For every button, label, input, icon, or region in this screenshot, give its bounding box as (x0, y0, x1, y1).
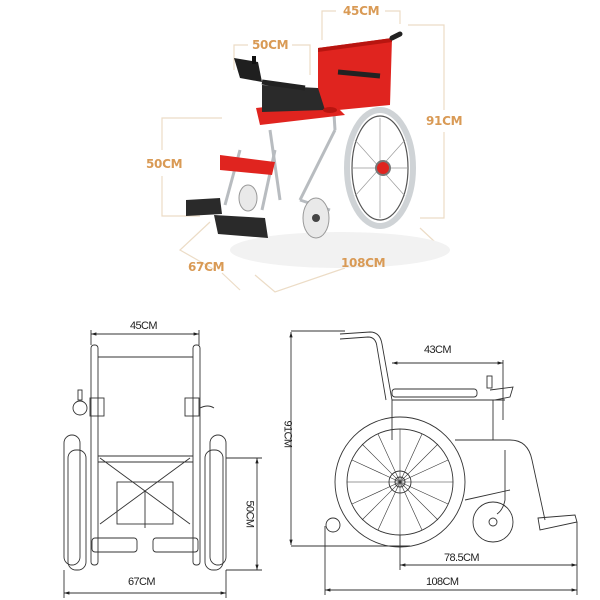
front-seat-height-label: 50CM (243, 500, 256, 528)
photo-back-width-label: 45CM (343, 4, 380, 18)
side-view-drawing: 91CM 43CM 78.5CM 108CM (280, 300, 600, 600)
photo-width-label: 67CM (188, 260, 225, 274)
wheelchair-photo (186, 31, 450, 268)
side-total-length-label: 108CM (426, 576, 459, 588)
side-wheelbase-length-label: 78.5CM (444, 552, 480, 564)
photo-armrest-length-label: 50CM (252, 38, 289, 52)
front-view-lines (63, 330, 262, 598)
side-total-height-label: 91CM (281, 420, 294, 448)
front-back-width-label: 45CM (130, 320, 158, 332)
front-total-width-label: 67CM (128, 576, 156, 588)
side-armrest-length-label: 43CM (424, 344, 452, 356)
photo-view: 45CM 50CM 91CM 50CM 67CM 108CM (146, 4, 463, 293)
front-view-drawing: 45CM 50CM 67CM (0, 300, 280, 600)
side-view-lines (289, 330, 578, 595)
photo-seat-height-label: 50CM (146, 157, 183, 171)
photo-total-height-label: 91CM (426, 114, 463, 128)
photo-length-label: 108CM (341, 256, 386, 270)
